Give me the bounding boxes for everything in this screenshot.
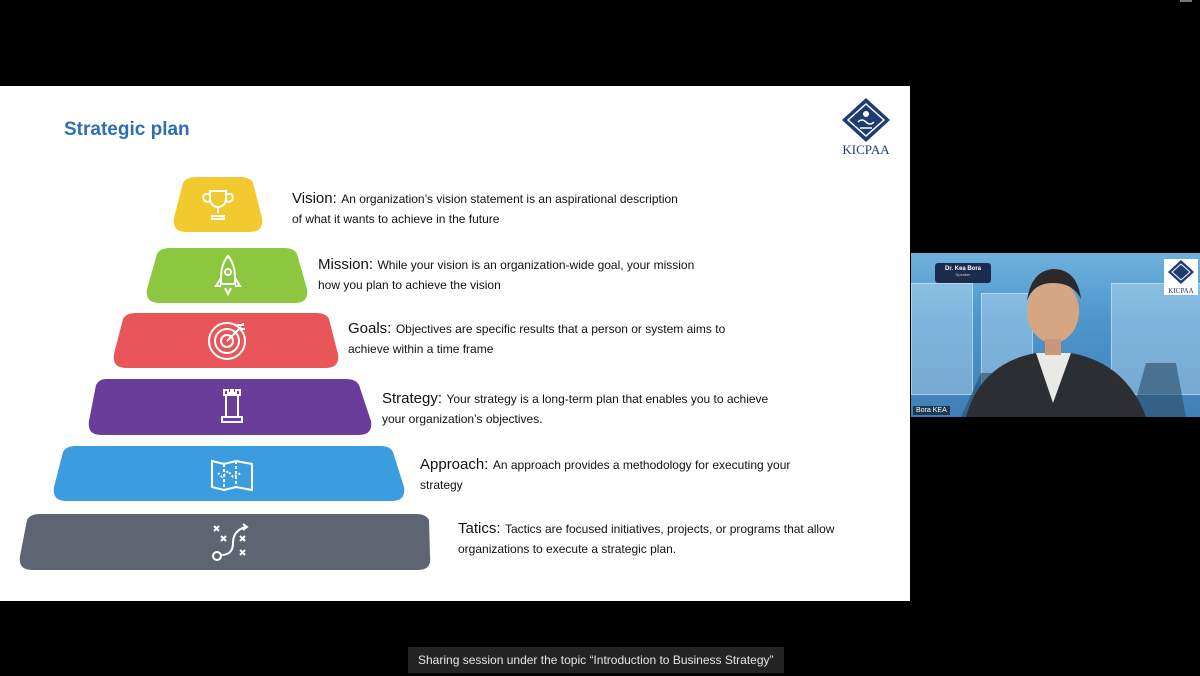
presentation-slide: Strategic plan KICPAA	[0, 86, 910, 601]
logo-text: KICPAA	[842, 142, 890, 157]
speaker-nameplate: Dr. Kea Bora Speaker	[935, 263, 991, 283]
tier-description-line2: strategy	[420, 478, 463, 492]
tier-tactics	[19, 514, 431, 570]
tier-description: Your strategy is a long-term plan that e…	[446, 392, 769, 406]
kicpaa-logo: KICPAA	[834, 96, 898, 162]
tier-label: Strategy:	[382, 390, 443, 407]
tier-goals-text: Goals: Objectives are specific results t…	[348, 320, 725, 356]
minimize-icon[interactable]	[1180, 0, 1192, 2]
participant-name: Bora KEA	[913, 406, 950, 415]
tactics-play-icon	[212, 523, 249, 561]
tier-label: Mission:	[318, 256, 374, 273]
speaker-figure	[961, 269, 1186, 417]
rocket-icon	[214, 254, 242, 297]
tier-description-line2: how you plan to achieve the vision	[318, 278, 501, 292]
tier-mission-text: Mission: While your vision is an organiz…	[318, 256, 694, 292]
tier-description: Objectives are specific results that a p…	[395, 322, 726, 336]
tier-vision-text: Vision: An organization’s vision stateme…	[292, 190, 678, 226]
tier-label: Approach:	[420, 456, 489, 473]
kicpaa-logo: KICPAA	[1164, 259, 1198, 295]
tier-vision	[173, 177, 263, 232]
tier-description: An approach provides a methodology for e…	[492, 458, 791, 472]
logo-text: KICPAA	[1168, 287, 1194, 295]
tier-label: Vision:	[292, 190, 337, 207]
target-icon	[208, 322, 246, 360]
tier-description-line2: of what it wants to achieve in the futur…	[292, 212, 500, 226]
tier-description-line2: organizations to execute a strategic pla…	[458, 542, 677, 556]
tier-strategy	[88, 379, 372, 435]
tier-strategy-text: Strategy: Your strategy is a long-term p…	[382, 390, 768, 426]
map-icon	[211, 459, 253, 492]
tier-label: Tatics:	[458, 520, 501, 537]
tier-label: Goals:	[348, 320, 392, 337]
tier-approach-text: Approach: An approach provides a methodo…	[420, 456, 790, 492]
tier-description: An organization’s vision statement is an…	[341, 192, 678, 206]
tier-description-line2: achieve within a time frame	[348, 342, 494, 356]
strategy-pyramid	[19, 177, 431, 570]
tier-description: Tactics are focused initiatives, project…	[504, 522, 835, 536]
tier-description-line2: your organization’s objectives.	[382, 412, 543, 426]
chess-rook-icon	[221, 389, 243, 423]
speaker-video-tile[interactable]: Dr. Kea Bora Speaker KICPAA Bora KEA	[911, 253, 1200, 417]
tier-description: While your vision is an organization-wid…	[377, 258, 695, 272]
trophy-icon	[202, 190, 234, 220]
caption-bar: Sharing session under the topic “Introdu…	[408, 647, 784, 673]
nameplate-role: Speaker	[955, 272, 971, 277]
nameplate-name: Dr. Kea Bora	[944, 266, 981, 272]
slide-title: Strategic plan	[64, 119, 190, 140]
tier-goals	[113, 313, 339, 368]
tier-tactics-text: Tatics: Tactics are focused initiatives,…	[458, 520, 834, 556]
